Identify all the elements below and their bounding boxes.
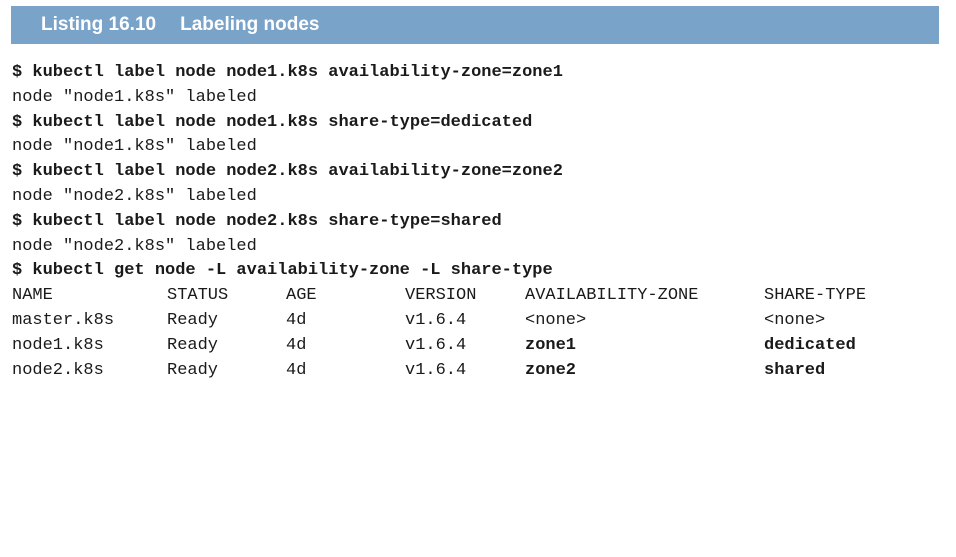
cell-age: 4d [286, 360, 307, 380]
cell-share-type: <none> [764, 310, 826, 330]
header-availability-zone: AVAILABILITY-ZONE [525, 286, 699, 306]
cell-availability-zone: <none> [525, 310, 587, 330]
cell-name: node1.k8s [12, 335, 104, 355]
cell-version: v1.6.4 [405, 335, 467, 355]
listing-title: Labeling nodes [180, 14, 320, 35]
command-line: $ kubectl label node node2.k8s availabil… [12, 162, 563, 182]
cell-share-type: shared [764, 360, 826, 380]
table-row: node2.k8s Ready 4d v1.6.4 zone2 shared [12, 359, 825, 384]
table-header-row: NAME STATUS AGE VERSION AVAILABILITY-ZON… [12, 284, 866, 309]
cell-age: 4d [286, 335, 307, 355]
header-share-type: SHARE-TYPE [764, 286, 867, 306]
command-line: $ kubectl label node node2.k8s share-typ… [12, 211, 502, 231]
header-version: VERSION [405, 286, 477, 306]
cell-name: master.k8s [12, 310, 115, 330]
table-row: master.k8s Ready 4d v1.6.4 <none> <none> [12, 309, 825, 334]
table-row: node1.k8s Ready 4d v1.6.4 zone1 dedicate… [12, 334, 856, 359]
cell-version: v1.6.4 [405, 360, 467, 380]
cell-status: Ready [167, 360, 219, 380]
cell-availability-zone: zone1 [525, 335, 577, 355]
cell-status: Ready [167, 335, 219, 355]
get-command-line: $ kubectl get node -L availability-zone … [12, 261, 553, 281]
command-line: $ kubectl label node node1.k8s availabil… [12, 63, 563, 82]
cell-availability-zone: zone2 [525, 360, 577, 380]
listing-number: Listing 16.10 [41, 14, 157, 35]
command-output: node "node1.k8s" labeled [12, 87, 257, 107]
cell-name: node2.k8s [12, 360, 104, 380]
cell-share-type: dedicated [764, 335, 856, 355]
listing-header: Listing 16.10 Labeling nodes [11, 6, 939, 44]
command-output: node "node2.k8s" labeled [12, 186, 257, 206]
header-name: NAME [12, 286, 53, 306]
cell-status: Ready [167, 310, 219, 330]
header-age: AGE [286, 286, 317, 306]
command-output: node "node1.k8s" labeled [12, 137, 257, 157]
command-output: node "node2.k8s" labeled [12, 236, 257, 256]
cell-age: 4d [286, 310, 307, 330]
command-line: $ kubectl label node node1.k8s share-typ… [12, 112, 533, 132]
cell-version: v1.6.4 [405, 310, 467, 330]
header-status: STATUS [167, 286, 229, 306]
code-block: $ kubectl label node node1.k8s availabil… [12, 61, 866, 384]
